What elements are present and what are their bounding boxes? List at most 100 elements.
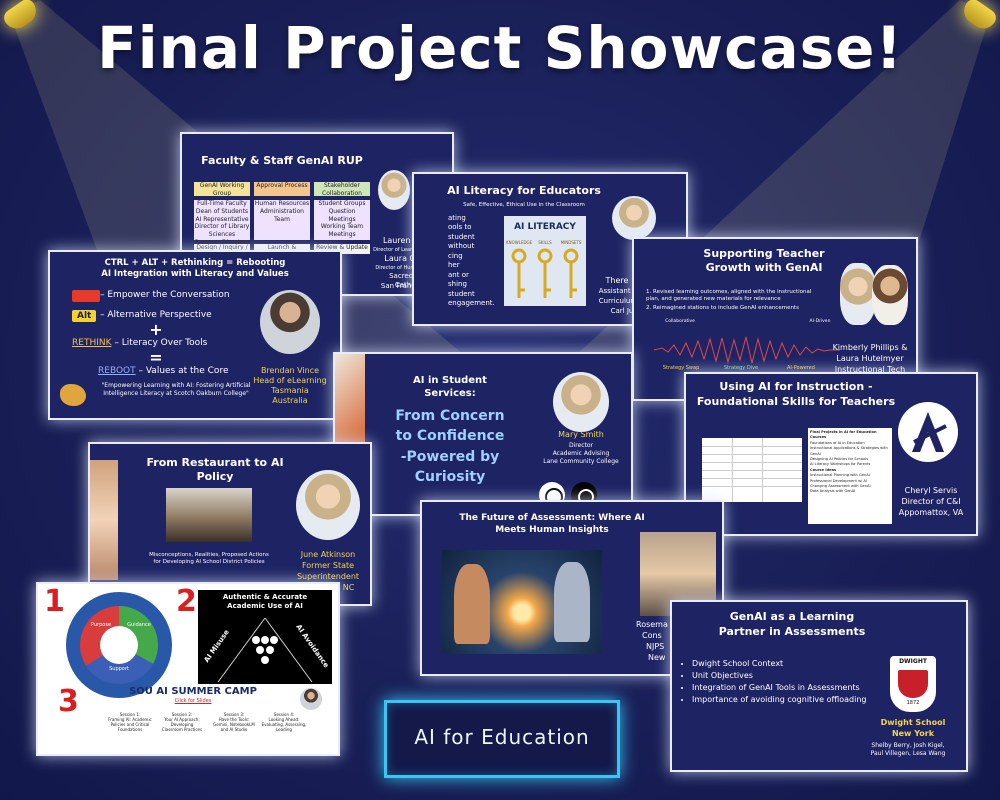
key-label: SKILLS (538, 240, 552, 245)
appomattox-logo-icon (898, 402, 958, 462)
blurb-text: ating ools to student without cing her a… (448, 214, 495, 307)
list-item: Integration of GenAI Tools in Assessment… (692, 682, 866, 694)
course-table-image (702, 438, 802, 502)
academic-use-panel: Authentic & Accurate Academic Use of AI … (198, 590, 332, 684)
person-role: Assistant S (598, 287, 638, 295)
rup-column-label: Approval Process (256, 182, 308, 189)
reboot-text: – Values at the Core (135, 366, 229, 376)
card-heading: AI in Student Services: (413, 375, 487, 399)
waveform-graphic (654, 336, 840, 364)
stage-label: AI-Powered (787, 365, 815, 371)
presenter-photo (300, 688, 322, 710)
person-role: Head of eLearning (253, 376, 327, 385)
plus-sign: + (149, 320, 163, 339)
caption: Misconceptions, Realities, Proposed Acti… (149, 552, 269, 565)
australia-map-icon (60, 384, 86, 406)
objectives-list: Dwight School Context Unit Objectives In… (678, 658, 866, 706)
person-role: Director of C&I (901, 497, 961, 506)
rup-cell-3: Student Groups Question Meetings Working… (314, 200, 370, 240)
rup-footer-3: Review & Update (314, 244, 370, 254)
equals-sign: = (149, 348, 163, 367)
person-name: Rosema (636, 620, 668, 629)
country: Australia (272, 396, 308, 405)
rup-column-2: Approval Process (254, 182, 310, 196)
scale-right-label: AI-Driven (809, 319, 831, 324)
rup-cell-1: Full-Time Faculty Dean of Students AI Re… (194, 200, 250, 246)
card-title: From Concern to Confidence -Powered by C… (395, 408, 505, 485)
key-label: MINDSETS (560, 240, 582, 245)
card-subtitle: Safe, Effective, Ethical Use in the Clas… (463, 202, 585, 208)
person-name: June Atkinson (300, 550, 356, 559)
ai-literacy-image: AI LITERACY KNOWLEDGE SKILLS MINDSETS (504, 216, 586, 306)
rup-column-label: GenAI Working Group (199, 182, 245, 197)
session-item: Session 1: Framing AI: Academic Policies… (108, 712, 152, 732)
card-restaurant-to-ai-policy[interactable]: From Restaurant to AI Policy Misconcepti… (88, 442, 372, 606)
reboot-word: REBOOT (98, 366, 136, 376)
table-row: Professional Development w/ AI (810, 478, 867, 483)
person-role: Director of Learning Innovation (373, 247, 451, 253)
table-title: Final Projects in AI for Education Cours… (810, 430, 877, 440)
list-item: Importance of avoiding cognitive offload… (692, 694, 866, 706)
circle-label: Guidance (127, 622, 151, 628)
card-ctrl-alt-rethinking[interactable]: CTRL + ALT + Rethinking = Rebooting AI I… (48, 250, 342, 420)
card-title: CTRL + ALT + Rethinking = Rebooting AI I… (101, 258, 289, 280)
card-title: Faculty & Staff GenAI RUP (201, 154, 363, 167)
person-role: Curriculum (598, 297, 638, 305)
card-dwight-genai-partner[interactable]: GenAI as a Learning Partner in Assessmen… (670, 600, 968, 772)
scale-left-label: Collaborative (665, 319, 695, 324)
card-future-of-assessment[interactable]: The Future of Assessment: Where AI Meets… (420, 500, 724, 676)
session-item: Session 3: Have the Tools: Gemini, Noteb… (213, 712, 255, 732)
final-projects-table: Final Projects in AI for Education Cours… (808, 428, 892, 524)
state: , NC (337, 583, 355, 592)
panel-title: Authentic & Accurate Academic Use of AI (222, 593, 308, 611)
brendan-vince-photo (260, 290, 320, 354)
card-title: AI Literacy for Educators (447, 184, 601, 197)
person-name: Brendan Vince (260, 366, 320, 375)
point-2: 2. Reimagined stations to include GenAI … (646, 305, 799, 311)
organization: NJPS (646, 642, 665, 651)
session-item: Session 2: Your AI Approach: Developing … (161, 712, 203, 732)
table-row: Instructional Applications & Strategies … (810, 446, 888, 456)
ai-for-education-badge: AI for Education (384, 700, 620, 778)
card-sou-ai-summer-camp[interactable]: 1 2 3 Purpose Guidance Support Authentic… (36, 582, 340, 756)
list-item: Unit Objectives (692, 670, 866, 682)
june-atkinson-photo (296, 470, 360, 540)
presenter-photo (612, 196, 656, 240)
presenter-names: Shelby Berry, Josh Kigel, Paul Villegen,… (870, 742, 946, 757)
meeting-photo (166, 488, 252, 542)
card-title: Supporting Teacher Growth with GenAI (703, 247, 825, 275)
number-3: 3 (58, 684, 79, 719)
organization: Appomattox, VA (898, 508, 964, 517)
person-name: Cheryl Servis (904, 486, 958, 495)
kimberly-phillips-photo (840, 263, 876, 325)
camp-link[interactable]: Click for Slides (174, 698, 212, 704)
rethink-word: RETHINK (72, 338, 112, 348)
card-title: GenAI as a Learning Partner in Assessmen… (718, 610, 866, 638)
badge-text: AI for Education (414, 725, 590, 749)
rethink-line: RETHINK – Literacy Over Tools (72, 338, 207, 348)
card-ai-student-services[interactable]: AI in Student Services: From Concern to … (333, 352, 633, 516)
person-name: Mary Smith (558, 430, 604, 439)
table-row: Designing AI Policies for Schools (810, 456, 869, 461)
crest-year: 1872 (906, 700, 920, 706)
quote-text: "Empowering Learning with AI: Fostering … (101, 382, 251, 397)
dwight-crest-icon: DWIGHT 1872 (890, 656, 936, 712)
image-title: AI LITERACY (514, 222, 576, 232)
laura-hutelmyer-photo (872, 265, 908, 325)
alt-text: – Alternative Perspective (100, 310, 212, 320)
stage-label: Strategy Dive (723, 365, 759, 371)
rup-column-1: GenAI Working Group (194, 182, 250, 197)
person-name: Laura Hutelmyer (836, 354, 904, 363)
organization: Sacred Heart Cathedral (389, 272, 435, 289)
table-row: Changing Assessment with GenAI (810, 483, 871, 488)
page-title: Final Project Showcase! (97, 14, 903, 82)
card-ai-for-instruction[interactable]: Using AI for Instruction - Foundational … (684, 372, 978, 536)
stage-label: Strategy Swap (662, 365, 700, 371)
person-role: Superintendent (296, 572, 360, 581)
location: New (648, 653, 666, 662)
card-title: Using AI for Instruction - Foundational … (696, 380, 896, 408)
reboot-line: REBOOT – Values at the Core (98, 366, 228, 376)
circle-label: Support (109, 666, 129, 672)
table-row: Foundations of AI in Education (810, 440, 865, 445)
rup-column-label: Stakeholder Collaboration (322, 182, 362, 197)
